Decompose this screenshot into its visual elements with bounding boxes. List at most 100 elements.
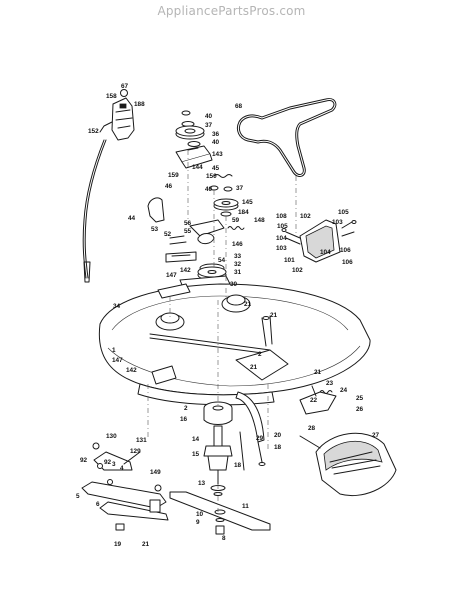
- spring-and-nut: [209, 174, 233, 192]
- callout-label: 145: [242, 199, 253, 206]
- callout-label: 148: [254, 217, 265, 224]
- idler-pulley-stack: [175, 110, 213, 169]
- callout-label: 103: [276, 245, 287, 252]
- callout-label: 92: [80, 457, 88, 464]
- callout-label: 59: [232, 217, 240, 224]
- callout-label: 2: [258, 351, 262, 358]
- callout-label: 147: [166, 272, 177, 279]
- callout-label: 26: [356, 406, 364, 413]
- callout-label: 188: [134, 101, 145, 108]
- callout-label: 5: [76, 493, 80, 500]
- alignment-lines: [147, 150, 297, 512]
- blade: [169, 491, 271, 535]
- callout-label: 106: [340, 247, 351, 254]
- callout-label: 150: [206, 173, 217, 180]
- callout-label: 40: [212, 139, 220, 146]
- callout-label: 6: [96, 501, 100, 508]
- callout-label: 101: [284, 257, 295, 264]
- callout-label: 25: [356, 395, 364, 402]
- callout-label: 21: [314, 369, 322, 376]
- callout-label: 129: [130, 448, 141, 455]
- callout-label: 21: [270, 312, 278, 319]
- callout-label: 31: [234, 269, 242, 276]
- callout-label: 21: [244, 301, 252, 308]
- callout-label: 152: [88, 128, 99, 135]
- front-lift-link: [81, 442, 169, 531]
- callout-label: 21: [142, 541, 150, 548]
- callout-label: 45: [212, 165, 220, 172]
- callout-label: 68: [235, 103, 243, 110]
- callout-label: 55: [184, 228, 192, 235]
- callout-label: 102: [292, 267, 303, 274]
- callout-label: 18: [234, 462, 242, 469]
- callout-label: 37: [205, 122, 213, 129]
- discharge-chute: [299, 385, 397, 496]
- callout-label: 18: [274, 444, 282, 451]
- callout-label: 147: [112, 357, 123, 364]
- callout-label: 143: [212, 151, 223, 158]
- callout-label: 108: [276, 213, 287, 220]
- callout-label: 36: [212, 131, 220, 138]
- callout-label: 22: [310, 397, 318, 404]
- callout-label: 10: [196, 511, 204, 518]
- callout-label: 104: [276, 235, 287, 242]
- callout-label: 13: [198, 480, 206, 487]
- callout-label: 34: [113, 303, 121, 310]
- callout-label: 130: [106, 433, 117, 440]
- callout-label: 11: [242, 503, 249, 510]
- callout-label: 44: [128, 215, 136, 222]
- callout-label: 40: [205, 113, 213, 120]
- idler-arm-linkage: [165, 219, 245, 263]
- callout-label: 32: [234, 261, 242, 268]
- callout-label: 30: [230, 281, 238, 288]
- callout-label: 102: [300, 213, 311, 220]
- spindle-assembly: [203, 401, 233, 496]
- callout-label: 105: [277, 223, 288, 230]
- belt: [236, 98, 337, 177]
- callout-label: 23: [326, 380, 334, 387]
- callout-label: 184: [238, 209, 249, 216]
- callout-label: 142: [126, 367, 137, 374]
- callout-label: 1: [112, 347, 116, 354]
- callout-label: 3: [112, 461, 116, 468]
- callout-label: 15: [192, 451, 200, 458]
- callout-label: 37: [236, 185, 244, 192]
- callout-label: 27: [372, 432, 380, 439]
- callout-label: 146: [232, 241, 243, 248]
- blade-pulley: [179, 263, 231, 291]
- callout-label: 9: [196, 519, 200, 526]
- callout-label: 52: [164, 231, 172, 238]
- callout-label: 46: [165, 183, 173, 190]
- mandrel-pulley: [213, 198, 239, 217]
- callout-label: 20: [274, 432, 282, 439]
- callout-label: 56: [184, 220, 192, 227]
- callout-label: 40: [205, 186, 213, 193]
- callout-label: 158: [106, 93, 117, 100]
- callout-label: 14: [192, 436, 200, 443]
- callout-label: 105: [338, 209, 349, 216]
- belt-keeper: [147, 197, 165, 223]
- baffle-assembly: [281, 219, 357, 263]
- callout-label: 144: [192, 164, 203, 171]
- callout-label: 131: [136, 437, 147, 444]
- callout-label: 24: [340, 387, 348, 394]
- callout-label: 104: [320, 249, 331, 256]
- callout-label: 29: [256, 435, 264, 442]
- callout-label: 142: [180, 267, 191, 274]
- callout-label: 54: [218, 257, 226, 264]
- callout-label: 8: [222, 535, 226, 542]
- callout-label: 103: [332, 219, 343, 226]
- callout-label: 67: [121, 83, 129, 90]
- callout-label: 33: [234, 253, 242, 260]
- lift-lever-assembly: [82, 89, 135, 283]
- callout-label: 2: [184, 405, 188, 412]
- callout-label: 106: [342, 259, 353, 266]
- deck-hanger-arm: [235, 391, 266, 471]
- callout-label: 53: [151, 226, 159, 233]
- callout-label: 4: [120, 465, 124, 472]
- mower-deck: [98, 283, 371, 406]
- callout-label: 92: [104, 459, 112, 466]
- callout-label: 149: [150, 469, 161, 476]
- callout-label: 21: [250, 364, 258, 371]
